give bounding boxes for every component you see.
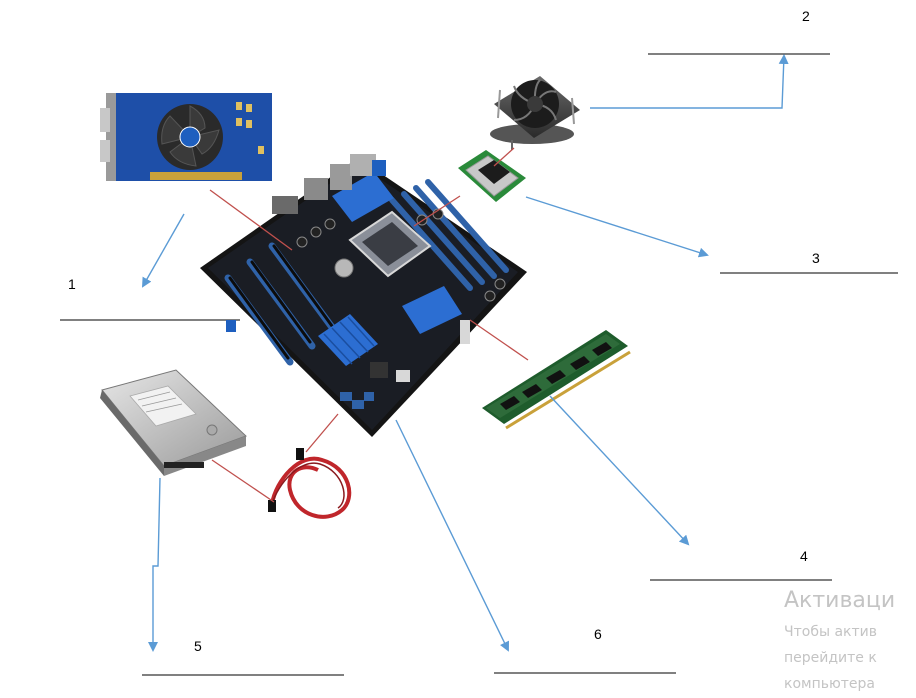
watermark-line-2: перейдите к	[784, 650, 877, 666]
watermark-title: Активаци	[784, 588, 896, 613]
motherboard-image	[200, 154, 527, 437]
arrow-to-3	[525, 196, 709, 258]
label-number-3: 3	[812, 250, 820, 266]
connector-line-graphics-card	[209, 189, 293, 251]
arrow-to-2	[590, 54, 789, 109]
label-number-2: 2	[802, 8, 810, 24]
arrow-to-6	[395, 419, 509, 652]
cpu-cooler-image	[490, 76, 580, 150]
label-number-6: 6	[594, 626, 602, 642]
connector-line-cooler	[493, 147, 515, 167]
connector-line-processor	[413, 195, 461, 227]
connector-line-ram	[469, 319, 529, 361]
watermark-line-1: Чтобы актив	[784, 624, 877, 640]
label-number-4: 4	[800, 548, 808, 564]
arrow-to-4	[549, 395, 690, 546]
sata-cable-image	[268, 448, 352, 519]
arrow-to-5	[148, 477, 161, 652]
processor-image	[458, 150, 526, 202]
arrow-to-1	[142, 213, 185, 288]
connector-line-sata-cable	[305, 413, 339, 453]
watermark-line-3: компьютера	[784, 676, 876, 692]
connector-line-hard-drive	[211, 459, 275, 503]
label-number-5: 5	[194, 638, 202, 654]
hard-drive-image	[100, 369, 247, 476]
ram-module-image	[482, 330, 631, 430]
graphics-card-image	[100, 93, 272, 181]
label-number-1: 1	[68, 276, 76, 292]
